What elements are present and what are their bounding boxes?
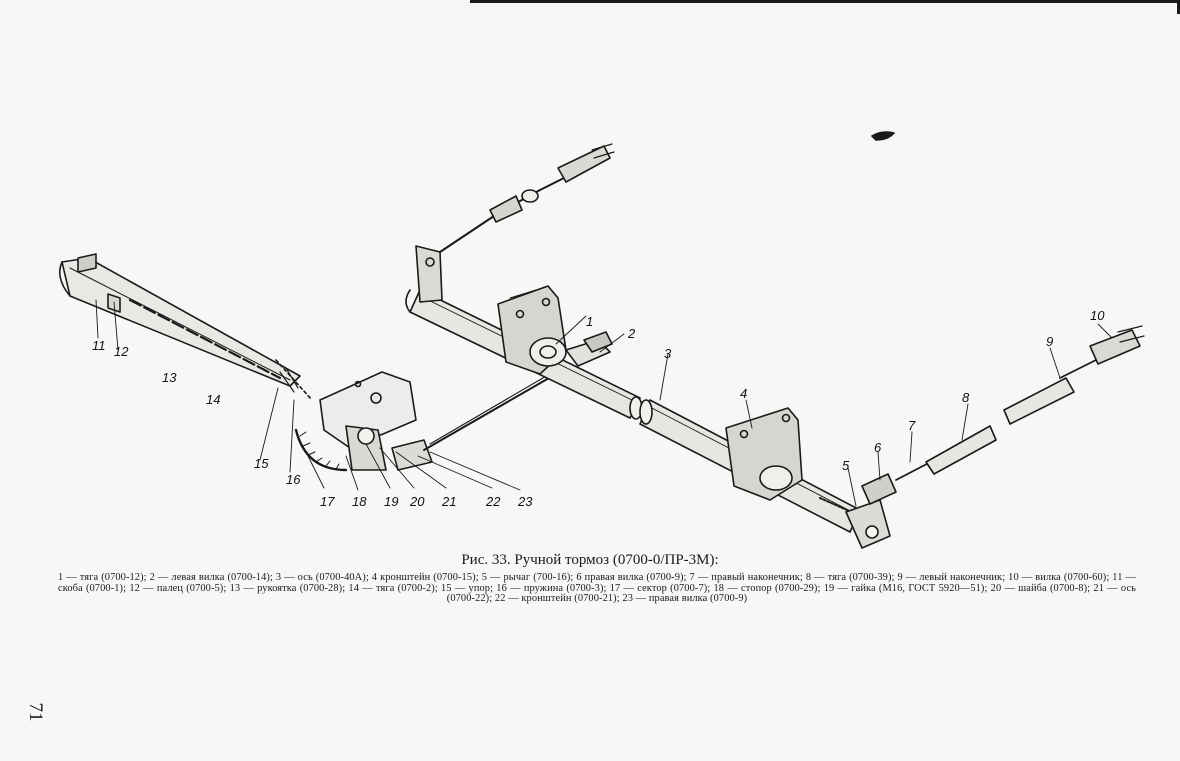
label-1: 1 bbox=[586, 314, 593, 329]
part-labels: 1 2 3 4 5 6 7 8 9 10 11 12 13 14 15 16 1… bbox=[92, 308, 1105, 509]
lever-5 bbox=[845, 499, 891, 549]
label-5: 5 bbox=[842, 458, 850, 473]
hand-brake-drawing: 1 2 3 4 5 6 7 8 9 10 11 12 13 14 15 16 1… bbox=[59, 131, 1145, 549]
label-21: 21 bbox=[441, 494, 456, 509]
label-12: 12 bbox=[114, 344, 129, 359]
leader-lines bbox=[95, 299, 1113, 507]
label-23: 23 bbox=[517, 494, 533, 509]
label-16: 16 bbox=[286, 472, 301, 487]
figure-caption-title: Рис. 33. Ручной тормоз (0700-0/ПР-3М): bbox=[461, 552, 719, 568]
label-9: 9 bbox=[1046, 334, 1053, 349]
figure-caption-legend: 1 — тяга (0700-12); 2 — левая вилка (070… bbox=[58, 572, 1136, 605]
label-8: 8 bbox=[962, 390, 970, 405]
label-20: 20 bbox=[409, 494, 425, 509]
label-19: 19 bbox=[384, 494, 398, 509]
label-22: 22 bbox=[485, 494, 501, 509]
label-15: 15 bbox=[254, 456, 269, 471]
bracket-1 bbox=[497, 285, 567, 375]
label-10: 10 bbox=[1090, 308, 1105, 323]
handle-lever bbox=[59, 253, 301, 387]
page-number: 71 bbox=[25, 702, 46, 722]
label-17: 17 bbox=[320, 494, 335, 509]
upper-cable bbox=[439, 143, 615, 253]
label-11: 11 bbox=[92, 338, 106, 353]
label-13: 13 bbox=[162, 370, 177, 385]
sector-bracket bbox=[275, 359, 433, 472]
label-18: 18 bbox=[352, 494, 367, 509]
label-14: 14 bbox=[206, 392, 220, 407]
left-fork-2 bbox=[565, 331, 613, 367]
label-7: 7 bbox=[908, 418, 916, 433]
right-linkage bbox=[861, 325, 1145, 505]
label-4: 4 bbox=[740, 386, 747, 401]
scan-edge-corner bbox=[1177, 0, 1180, 14]
label-2: 2 bbox=[627, 326, 636, 341]
bracket-4 bbox=[725, 407, 803, 501]
rod-14 bbox=[423, 373, 557, 451]
label-3: 3 bbox=[664, 346, 672, 361]
label-6: 6 bbox=[874, 440, 882, 455]
ink-mark bbox=[871, 131, 895, 141]
scan-edge-line bbox=[470, 0, 1180, 3]
